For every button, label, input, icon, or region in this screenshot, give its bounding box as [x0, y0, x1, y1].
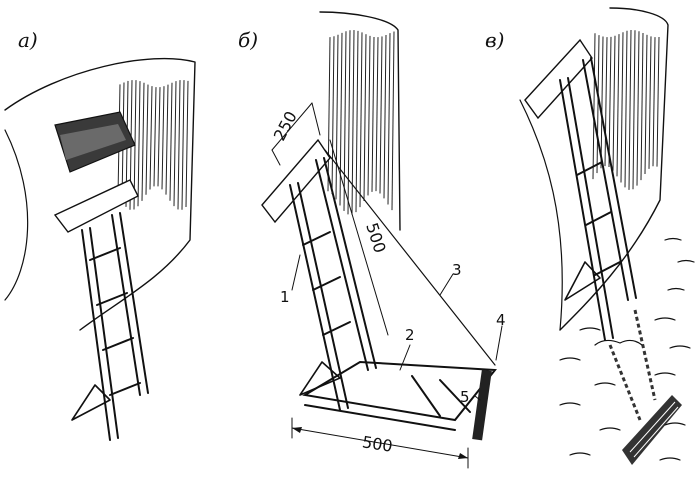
- leader-3: [439, 273, 454, 296]
- hull-front-edge-v: [519, 99, 563, 331]
- callout-1: 1: [280, 288, 290, 306]
- ladder-rail-right-a: [111, 214, 141, 396]
- hull-left-edge-a: [4, 129, 29, 301]
- ladder-rail-left-a2: [89, 227, 119, 439]
- submerged-step-board: [622, 395, 682, 465]
- ladder-rail-right-a2: [119, 212, 149, 394]
- ladder-rail-right-b: [315, 159, 369, 371]
- submerged-rail-left: [608, 344, 642, 421]
- ladder-rail-left-v: [559, 79, 606, 341]
- rope-3: [324, 149, 496, 366]
- dim-line-500-vertical: [329, 139, 389, 336]
- ladder-rail-left-a: [81, 229, 111, 441]
- hull-hatching-v: [592, 30, 660, 190]
- board-grain: [60, 124, 126, 160]
- ladder-rungs-b: [302, 231, 351, 336]
- panel-v: в): [485, 7, 695, 465]
- dim-label-500-vertical: 500: [362, 220, 390, 255]
- panel-b: б) 250 500: [238, 11, 506, 469]
- callout-2: 2: [405, 326, 415, 344]
- submerged-step-texture: [629, 401, 679, 458]
- ladder-rail-right-v: [582, 59, 629, 301]
- dim-line-500-bottom: [291, 427, 469, 459]
- panel-v-label: в): [485, 28, 504, 52]
- hook-a: [71, 384, 111, 421]
- dim-line-250: [271, 102, 313, 151]
- hull-hatching-b: [327, 30, 395, 215]
- hook-v: [564, 261, 601, 301]
- bottom-frame: [302, 360, 497, 422]
- panel-a-label: а): [18, 28, 38, 52]
- ladder-rungs-a: [89, 247, 141, 396]
- leader-5: [474, 395, 481, 401]
- bracket-a: [53, 179, 139, 233]
- dim-label-250: 250: [270, 108, 301, 144]
- panel-b-label: б): [238, 28, 258, 52]
- callout-5: 5: [460, 388, 470, 406]
- leader-4: [495, 325, 503, 361]
- bracket-v: [524, 38, 593, 120]
- hull-outline-v: [559, 7, 669, 331]
- step-board-5: [472, 369, 492, 441]
- callout-3: 3: [452, 261, 462, 279]
- water-surface: [594, 339, 643, 346]
- ladder-rail-left-b: [289, 184, 341, 411]
- hull-outline-b: [319, 11, 401, 231]
- hull-outline-a: [4, 57, 196, 331]
- bracket-b: [261, 138, 331, 224]
- frame-cross-bar: [439, 379, 471, 413]
- hook-b: [299, 361, 341, 396]
- dim-label-500-bottom: 500: [361, 432, 394, 456]
- panel-a: а): [4, 28, 196, 441]
- leader-1: [291, 254, 301, 291]
- submerged-rail-right: [633, 309, 657, 401]
- frame-front-bar: [304, 404, 456, 431]
- ladder-rungs-v: [576, 161, 621, 276]
- water-waves: [559, 237, 695, 461]
- leader-2: [399, 344, 411, 371]
- callout-4: 4: [496, 311, 506, 329]
